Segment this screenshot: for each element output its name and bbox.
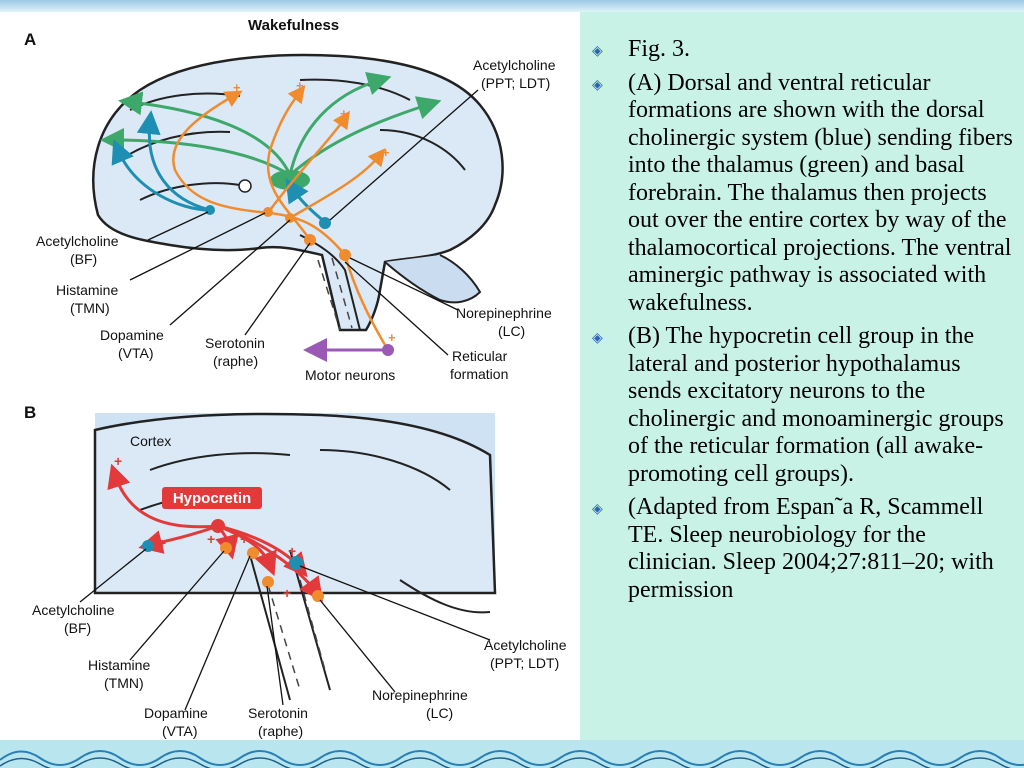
caption-bullet: ◈ (B) The hypocretin cell group in the la… <box>588 323 1013 488</box>
panel-a: A Wakefulness <box>24 17 556 383</box>
brain-b <box>93 412 497 701</box>
caption-text-panel: ◈ Fig. 3. ◈ (A) Dorsal and ventral reticu… <box>588 36 1013 610</box>
svg-text:+: + <box>207 531 215 547</box>
caption-bullet: ◈ (Adapted from Espan˜a R, Scammell TE. S… <box>588 494 1013 604</box>
label-dopamine-a: Dopamine <box>100 327 164 343</box>
label-norepinephrine-a: Norepinephrine <box>456 305 552 321</box>
svg-text:formation: formation <box>450 366 508 382</box>
svg-text:+: + <box>283 585 291 601</box>
panel-a-letter: A <box>24 30 36 49</box>
motor-neuron-node <box>382 344 394 356</box>
green-thalamic-projections <box>100 71 442 177</box>
label-ach-bf-a: Acetylcholine <box>36 233 119 249</box>
svg-text:+: + <box>340 106 348 121</box>
caption-bullet: ◈ (A) Dorsal and ventral reticular forma… <box>588 70 1013 318</box>
svg-text:+: + <box>114 453 122 469</box>
svg-text:+: + <box>305 579 313 595</box>
panel-b-letter: B <box>24 403 36 422</box>
decorative-wave-border <box>0 740 1024 768</box>
svg-text:+: + <box>382 145 390 160</box>
svg-text:(raphe): (raphe) <box>213 353 258 369</box>
caption-bullet-text: (B) The hypocretin cell group in the lat… <box>628 323 1004 487</box>
caption-bullet-text: (A) Dorsal and ventral reticular formati… <box>628 69 1013 316</box>
svg-text:+: + <box>288 543 296 559</box>
diamond-bullet-icon: ◈ <box>592 331 603 346</box>
label-histamine-b: Histamine <box>88 657 150 673</box>
panel-b-nodes <box>142 519 324 602</box>
svg-text:(LC): (LC) <box>498 323 525 339</box>
label-norepinephrine-b: Norepinephrine <box>372 687 468 703</box>
panel-b-leader-lines <box>79 548 491 711</box>
orange-aminergic-pathway <box>172 85 390 351</box>
panel-a-plus-signs: + + + + + <box>233 78 396 345</box>
panel-b: B Hypocretin <box>24 403 567 739</box>
panel-a-nodes <box>205 205 351 261</box>
label-ach-ppt-b: Acetylcholine <box>484 637 567 653</box>
brain-diagram-figure: A Wakefulness <box>24 17 567 739</box>
svg-text:+: + <box>158 535 166 551</box>
hypocretin-box <box>162 487 262 509</box>
diamond-bullet-icon: ◈ <box>592 44 603 59</box>
caption-bullet-text: (Adapted from Espan˜a R, Scammell TE. Sl… <box>628 494 994 603</box>
label-serotonin-b: Serotonin <box>248 705 308 721</box>
svg-text:+: + <box>233 80 241 95</box>
panel-a-leader-lines <box>129 89 479 356</box>
caption-bullet-text: Fig. 3. <box>628 36 691 62</box>
svg-text:+: + <box>240 531 248 547</box>
svg-text:+: + <box>388 330 396 345</box>
panel-b-plus-signs: + + + + + + + <box>114 453 313 601</box>
panel-a-title: Wakefulness <box>248 17 339 34</box>
panel-b-labels: Cortex Acetylcholine (BF) Histamine (TMN… <box>32 433 567 739</box>
svg-text:(VTA): (VTA) <box>162 723 198 739</box>
svg-text:(TMN): (TMN) <box>104 675 144 691</box>
svg-text:(VTA): (VTA) <box>118 345 154 361</box>
label-cortex: Cortex <box>130 433 171 449</box>
label-histamine-a: Histamine <box>56 282 118 298</box>
svg-text:(PPT; LDT): (PPT; LDT) <box>481 75 550 91</box>
svg-text:(BF): (BF) <box>64 620 91 636</box>
diamond-bullet-icon: ◈ <box>592 502 603 517</box>
label-ach-bf-b: Acetylcholine <box>32 602 115 618</box>
hypocretin-label: Hypocretin <box>173 490 251 507</box>
svg-text:(raphe): (raphe) <box>258 723 303 739</box>
svg-text:(PPT; LDT): (PPT; LDT) <box>490 655 559 671</box>
svg-text:+: + <box>296 78 304 93</box>
label-ach-ppt-a: Acetylcholine <box>473 57 556 73</box>
svg-text:(TMN): (TMN) <box>70 300 110 316</box>
caption-bullet-list: ◈ Fig. 3. ◈ (A) Dorsal and ventral reticu… <box>588 36 1013 604</box>
diamond-bullet-icon: ◈ <box>592 77 603 93</box>
svg-text:(BF): (BF) <box>70 251 97 267</box>
label-motor-neurons: Motor neurons <box>305 367 395 383</box>
top-gradient-bar <box>0 0 1024 12</box>
svg-text:(LC): (LC) <box>426 705 453 721</box>
label-serotonin-a: Serotonin <box>205 335 265 351</box>
caption-bullet: ◈ Fig. 3. <box>588 36 1013 64</box>
label-dopamine-b: Dopamine <box>144 705 208 721</box>
panel-a-labels: Acetylcholine (PPT; LDT) Acetylcholine (… <box>36 57 556 383</box>
label-reticular-a: Reticular <box>452 348 508 364</box>
